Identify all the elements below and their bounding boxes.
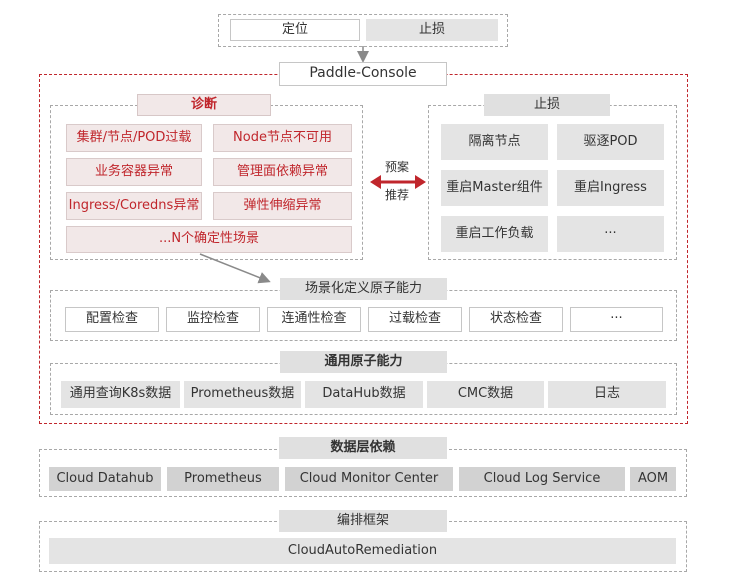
orchestration-item-cloudautoremediation: CloudAutoRemediation — [49, 538, 676, 564]
stoploss-item-restart-ingress: 重启Ingress — [557, 170, 664, 206]
scene-item-more: ··· — [570, 307, 663, 332]
diagnosis-item-node-unavailable: Node节点不可用 — [213, 124, 352, 152]
scene-item-connectivity-check: 连通性检查 — [267, 307, 361, 332]
top-block — [218, 14, 508, 47]
stoploss-item-restart-master: 重启Master组件 — [441, 170, 548, 206]
data-item-prometheus: Prometheus — [167, 467, 279, 491]
plan-label: 预案 — [384, 160, 409, 175]
general-item-logs: 日志 — [548, 381, 666, 408]
arrow-diagnosis-to-scene — [199, 253, 271, 284]
stoploss-item-restart-workload: 重启工作负载 — [441, 216, 548, 252]
locate-box: 定位 — [230, 19, 360, 41]
stoploss-top-box: 止损 — [366, 19, 498, 41]
diagnosis-item-ingress: Ingress/Coredns异常 — [66, 192, 202, 220]
data-layer-title: 数据层依赖 — [279, 437, 447, 459]
scene-title: 场景化定义原子能力 — [280, 278, 447, 300]
recommend-label: 推荐 — [384, 188, 409, 203]
data-item-cloud-monitor-center: Cloud Monitor Center — [285, 467, 453, 491]
diagnosis-item-container: 业务容器异常 — [66, 158, 202, 186]
general-item-prometheus: Prometheus数据 — [184, 381, 301, 408]
stoploss-item-evict-pod: 驱逐POD — [557, 124, 664, 160]
stoploss-item-more: ··· — [557, 216, 664, 252]
double-arrow-icon — [370, 175, 426, 189]
general-title: 通用原子能力 — [280, 351, 447, 373]
diagnosis-item-more: ...N个确定性场景 — [66, 226, 352, 253]
general-item-k8s: 通用查询K8s数据 — [61, 381, 180, 408]
diagnosis-item-control-plane: 管理面依赖异常 — [213, 158, 352, 186]
scene-item-monitor-check: 监控检查 — [166, 307, 260, 332]
diagnosis-item-autoscale: 弹性伸缩异常 — [213, 192, 352, 220]
console-title: Paddle-Console — [279, 62, 447, 86]
data-item-aom: AOM — [630, 467, 676, 491]
scene-item-overload-check: 过载检查 — [368, 307, 462, 332]
general-item-cmc: CMC数据 — [427, 381, 544, 408]
diagnosis-item-overload: 集群/节点/POD过载 — [66, 124, 202, 152]
diagnosis-title: 诊断 — [137, 94, 271, 116]
scene-item-status-check: 状态检查 — [469, 307, 563, 332]
data-item-cloud-log-service: Cloud Log Service — [459, 467, 625, 491]
data-item-cloud-datahub: Cloud Datahub — [49, 467, 161, 491]
stoploss-title: 止损 — [484, 94, 610, 116]
orchestration-title: 编排框架 — [279, 510, 447, 532]
general-item-datahub: DataHub数据 — [305, 381, 423, 408]
stoploss-item-isolate-node: 隔离节点 — [441, 124, 548, 160]
scene-item-config-check: 配置检查 — [65, 307, 159, 332]
